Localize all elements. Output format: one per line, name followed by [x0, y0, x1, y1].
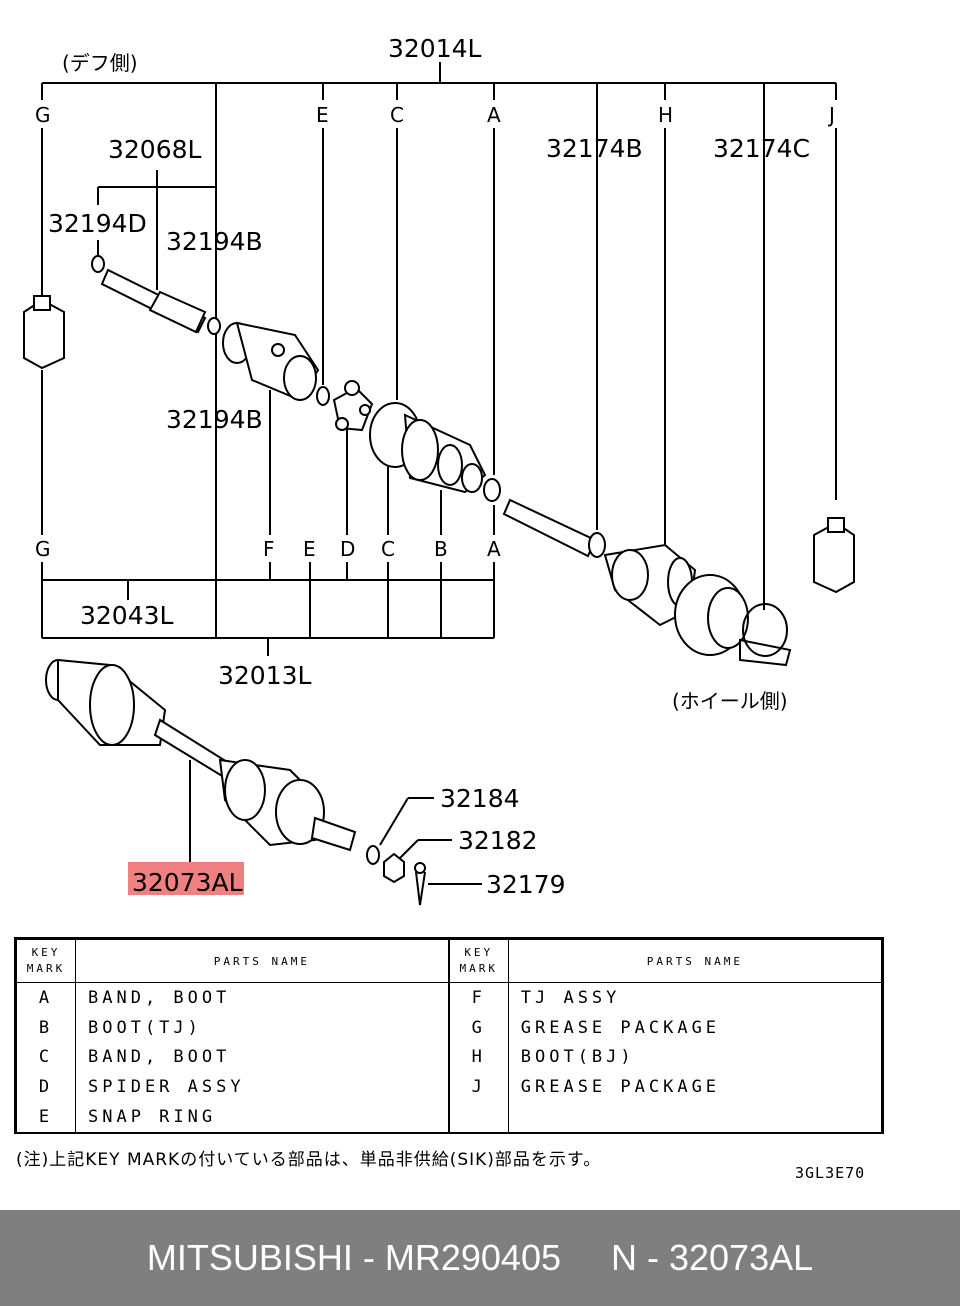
- label-32184: 32184: [440, 784, 520, 813]
- legend-key: B: [16, 1012, 76, 1043]
- legend-note: (注)上記KEY MARKの付いている部品は、単品非供給(SIK)部品を示す。: [16, 1150, 602, 1170]
- legend-parts-name-header: PARTS NAME: [74, 939, 450, 983]
- legend-part-name: [507, 1102, 883, 1132]
- legend-part-name: SNAP RING: [74, 1102, 450, 1132]
- mark-top-j: J: [827, 103, 835, 127]
- legend-parts-name-header: PARTS NAME: [507, 939, 883, 983]
- mark-bottom-c: C: [381, 537, 395, 561]
- inner-shaft-icon: [91, 255, 221, 335]
- grease-package-icon: [23, 295, 65, 370]
- cotter-pin-icon: [414, 862, 426, 906]
- table-row: E SNAP RING: [16, 1102, 883, 1132]
- table-row: A BAND, BOOT F TJ ASSY: [16, 982, 883, 1013]
- legend-key: D: [16, 1072, 76, 1103]
- spider-assy-icon: [332, 380, 374, 432]
- diagram-code: 3GL3E70: [795, 1164, 866, 1182]
- table-row: B BOOT(TJ) G GREASE PACKAGE: [16, 1012, 883, 1043]
- table-row: D SPIDER ASSY J GREASE PACKAGE: [16, 1072, 883, 1103]
- nut-icon: [383, 852, 405, 884]
- mark-bottom-f: F: [263, 537, 275, 561]
- mark-top-c: C: [390, 103, 404, 127]
- label-32179: 32179: [486, 870, 566, 899]
- mark-top-g: G: [35, 103, 51, 127]
- label-32174B: 32174B: [546, 134, 643, 163]
- label-32014L: 32014L: [388, 34, 482, 63]
- label-32194B-mid: 32194B: [166, 405, 263, 434]
- exploded-parts-diagram: (デフ側) 32014L 32068L 32194D 32194B 32194B…: [23, 34, 855, 906]
- legend-part-name: BOOT(TJ): [74, 1012, 450, 1043]
- label-32194B-top: 32194B: [166, 227, 263, 256]
- boot-tj-icon: [369, 402, 501, 502]
- drive-shaft-icon: [502, 498, 606, 558]
- label-32194D: 32194D: [48, 209, 147, 238]
- label-32174C: 32174C: [713, 134, 810, 163]
- mark-bottom-g: G: [35, 537, 51, 561]
- legend-key: F: [447, 982, 509, 1013]
- legend-key: G: [447, 1012, 509, 1043]
- highlight-box: [128, 862, 244, 895]
- legend-key: H: [447, 1042, 509, 1073]
- legend-key: A: [16, 982, 76, 1013]
- mark-bottom-a: A: [487, 537, 501, 561]
- mark-bottom-e: E: [303, 537, 316, 561]
- label-32013L: 32013L: [218, 661, 312, 690]
- bj-housing-icon: [674, 574, 792, 667]
- legend-part-name: TJ ASSY: [507, 982, 883, 1013]
- legend-part-name: BAND, BOOT: [74, 982, 450, 1013]
- mark-top-e: E: [316, 103, 329, 127]
- table-row: C BAND, BOOT H BOOT(BJ): [16, 1042, 883, 1073]
- legend-part-name: GREASE PACKAGE: [507, 1012, 883, 1043]
- legend-key: E: [16, 1102, 76, 1132]
- footer-bar: MITSUBISHI - MR290405 N - 32073AL: [0, 1210, 960, 1306]
- legend-key: C: [16, 1042, 76, 1073]
- legend-key: J: [447, 1072, 509, 1103]
- tj-assy-icon: [222, 321, 320, 402]
- washer-icon: [366, 845, 380, 865]
- snap-ring-icon: [316, 386, 330, 406]
- mark-top-a: A: [487, 103, 501, 127]
- side-label-diff: (デフ側): [62, 51, 138, 75]
- legend-part-name: BAND, BOOT: [74, 1042, 450, 1073]
- side-label-wheel: (ホイール側): [672, 689, 788, 713]
- grease-package-icon: [813, 517, 855, 594]
- legend-part-name: SPIDER ASSY: [74, 1072, 450, 1103]
- legend-part-name: BOOT(BJ): [507, 1042, 883, 1073]
- label-32182: 32182: [458, 826, 538, 855]
- mark-bottom-d: D: [340, 537, 355, 561]
- mark-top-h: H: [658, 103, 673, 127]
- legend-part-name: GREASE PACKAGE: [507, 1072, 883, 1103]
- driveshaft-assembly-icon: [45, 658, 357, 852]
- label-32073AL: 32073AL: [132, 868, 243, 897]
- label-32068L: 32068L: [108, 135, 202, 164]
- label-32043L: 32043L: [80, 601, 174, 630]
- mark-bottom-b: B: [434, 537, 448, 561]
- footer-part-number: MITSUBISHI - MR290405 N - 32073AL: [146, 1237, 814, 1278]
- legend-key: [447, 1102, 509, 1132]
